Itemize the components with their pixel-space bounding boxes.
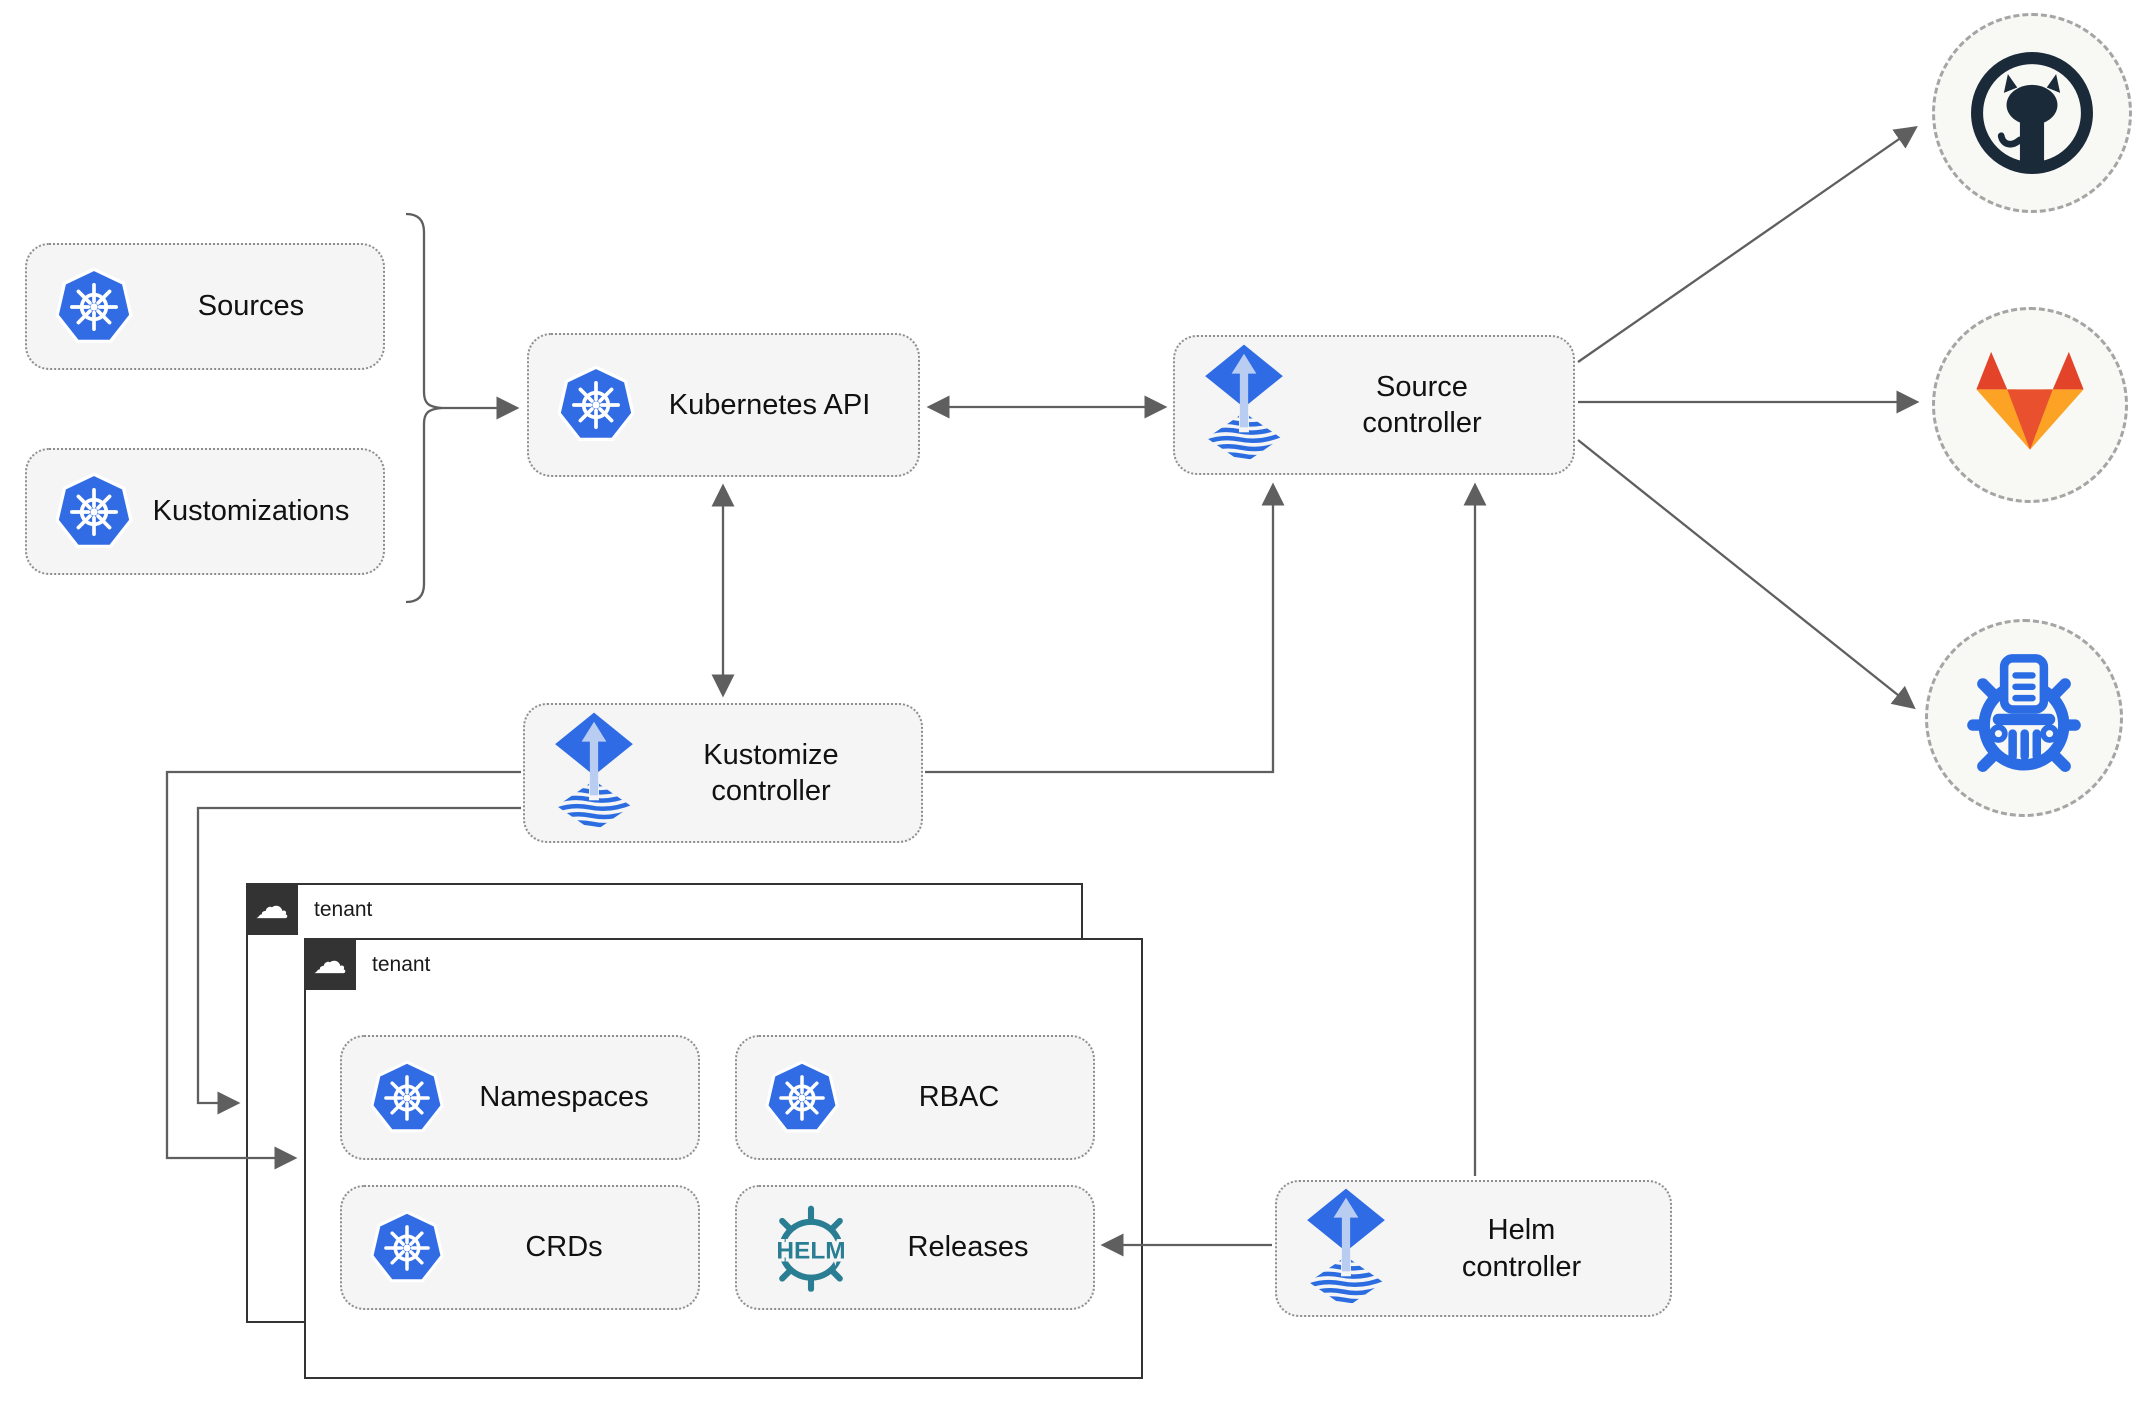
arrow-source-to-registry [1577, 439, 1916, 710]
node-kustomizations: Kustomizations [25, 448, 385, 575]
remote-manifest-registry [1925, 619, 2123, 817]
flux-icon [1201, 343, 1287, 467]
kubernetes-icon [763, 1059, 841, 1137]
node-namespaces: Namespaces [340, 1035, 700, 1160]
tenant-tab: ☁ [304, 938, 356, 990]
node-releases: HELM Releases [735, 1185, 1095, 1310]
tenant-label: tenant [314, 898, 373, 921]
node-label: CRDs [525, 1231, 603, 1264]
github-icon [1965, 46, 2099, 180]
tenant-tab: ☁ [246, 883, 298, 935]
node-source-controller: Source controller [1173, 335, 1575, 475]
node-label: Kustomize controller [703, 738, 839, 807]
tenant-label: tenant [372, 953, 431, 976]
node-label: Kustomizations [152, 495, 350, 528]
node-label: Kubernetes API [668, 388, 871, 421]
node-kubernetes-api: Kubernetes API [527, 333, 920, 477]
arrow-kustomize-to-source [925, 482, 1285, 774]
gitlab-icon [1963, 345, 2097, 466]
kubernetes-icon [53, 471, 135, 553]
cloud-icon: ☁ [313, 943, 347, 981]
cloud-icon: ☁ [255, 888, 289, 926]
helm-logo-text: HELM [776, 1237, 845, 1264]
node-rbac: RBAC [735, 1035, 1095, 1160]
remote-gitlab [1932, 307, 2128, 503]
node-crds: CRDs [340, 1185, 700, 1310]
kubernetes-icon [368, 1059, 446, 1137]
node-kustomize-controller: Kustomize controller [523, 703, 923, 843]
remote-github [1932, 13, 2132, 213]
kubernetes-icon [53, 266, 135, 348]
ship-wheel-manifests-icon [1953, 647, 2095, 789]
brace-sources-group [405, 212, 443, 604]
kubernetes-icon [555, 364, 637, 446]
node-label: Namespaces [479, 1081, 649, 1114]
flux-icon [1303, 1187, 1389, 1311]
kubernetes-icon [368, 1209, 446, 1287]
node-label: Releases [907, 1231, 1029, 1264]
node-helm-controller: Helm controller [1275, 1180, 1672, 1317]
node-label: Helm controller [1461, 1214, 1582, 1283]
node-label: Sources [197, 290, 305, 323]
helm-icon: HELM [763, 1202, 859, 1294]
node-sources: Sources [25, 243, 385, 370]
arrow-source-to-github [1577, 126, 1918, 363]
flux-icon [551, 711, 637, 835]
node-label: RBAC [918, 1081, 1000, 1114]
node-label: Source controller [1362, 370, 1482, 439]
